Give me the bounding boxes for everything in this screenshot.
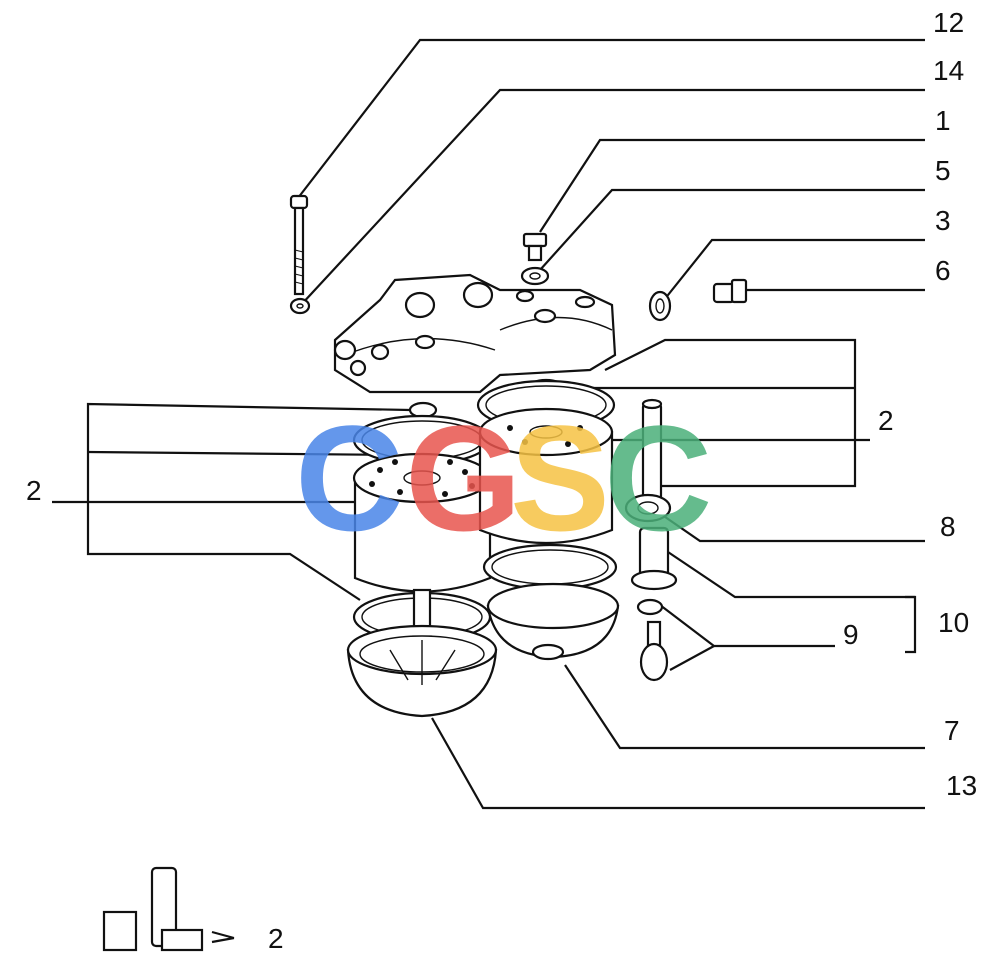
drain-plug xyxy=(712,278,748,304)
callout-13: 13 xyxy=(946,770,977,801)
callout-3: 3 xyxy=(935,205,951,236)
callout-1: 1 xyxy=(935,105,951,136)
leader-5 xyxy=(539,188,925,271)
watermark-letter-3: S xyxy=(510,394,610,562)
callout-7: 7 xyxy=(944,715,960,746)
callout-9: 9 xyxy=(843,619,859,650)
leader-2-right-a xyxy=(604,338,857,488)
watermark-letter-1: C xyxy=(295,394,403,562)
callout-6: 6 xyxy=(935,255,951,286)
leader-3 xyxy=(659,238,925,306)
leader-14 xyxy=(299,88,925,307)
filter-head xyxy=(333,273,617,394)
leader-9-b xyxy=(669,645,715,671)
long-bolt xyxy=(289,194,309,296)
sealing-washer xyxy=(520,266,550,286)
leader-9-a xyxy=(659,604,835,648)
bolt-washer xyxy=(289,297,311,315)
leader-lines xyxy=(52,38,925,810)
callout-2-kit: 2 xyxy=(268,923,284,954)
leader-1 xyxy=(539,138,925,233)
right-filter-stack xyxy=(476,378,620,661)
small-bolt xyxy=(522,232,548,262)
tube-assembly xyxy=(624,398,678,682)
callout-5: 5 xyxy=(935,155,951,186)
callout-12: 12 xyxy=(933,7,964,38)
callout-8: 8 xyxy=(940,511,956,542)
callout-2-right: 2 xyxy=(878,405,894,436)
callout-2-left: 2 xyxy=(26,475,42,506)
leader-7 xyxy=(564,664,925,750)
leader-2-left-b xyxy=(87,450,401,457)
watermark-letter-2: G xyxy=(405,394,522,562)
leader-10 xyxy=(664,549,915,599)
leader-2-left-a xyxy=(86,402,411,601)
callout-labels: 12 14 1 5 3 6 2 2 8 10 9 7 13 2 xyxy=(26,7,977,954)
leader-8 xyxy=(654,509,925,543)
callout-14: 14 xyxy=(933,55,964,86)
leader-13 xyxy=(431,717,925,810)
cgsc-watermark: C G S C xyxy=(295,394,712,562)
bracket-10 xyxy=(905,595,917,654)
seal-kit-icon xyxy=(102,866,235,952)
seal-ring xyxy=(648,290,672,322)
leader-12 xyxy=(297,38,925,199)
callout-10: 10 xyxy=(938,607,969,638)
watermark-letter-4: C xyxy=(604,394,712,562)
